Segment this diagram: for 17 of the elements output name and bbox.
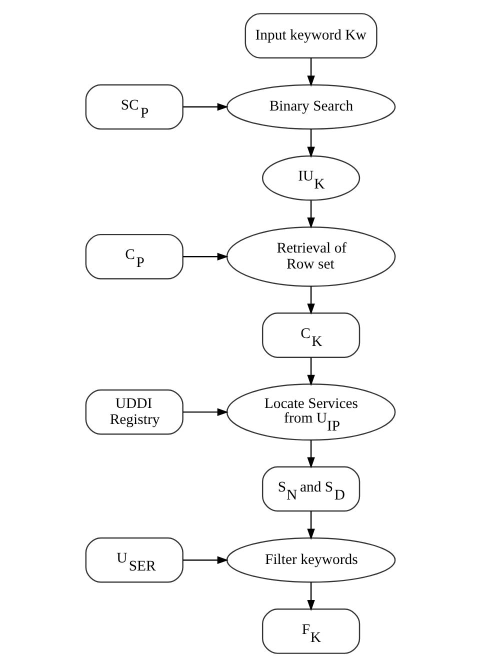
arrow <box>307 511 315 540</box>
arrow <box>307 358 315 386</box>
node-box: UDDI Registry <box>85 389 184 435</box>
node-ellipse: Retrieval of Row set <box>226 226 396 287</box>
arrow <box>307 440 315 468</box>
arrow <box>183 408 228 416</box>
arrow <box>183 252 228 261</box>
arrow <box>307 58 315 87</box>
arrow <box>183 103 228 111</box>
arrow <box>183 556 228 564</box>
arrow <box>307 200 315 229</box>
node-ellipse: Filter keywords <box>226 537 396 583</box>
node-box: Input keyword Kw <box>244 13 378 58</box>
arrow <box>307 286 315 315</box>
node-ellipse: Binary Search <box>226 84 396 130</box>
arrow <box>307 129 315 158</box>
arrow <box>307 582 315 611</box>
